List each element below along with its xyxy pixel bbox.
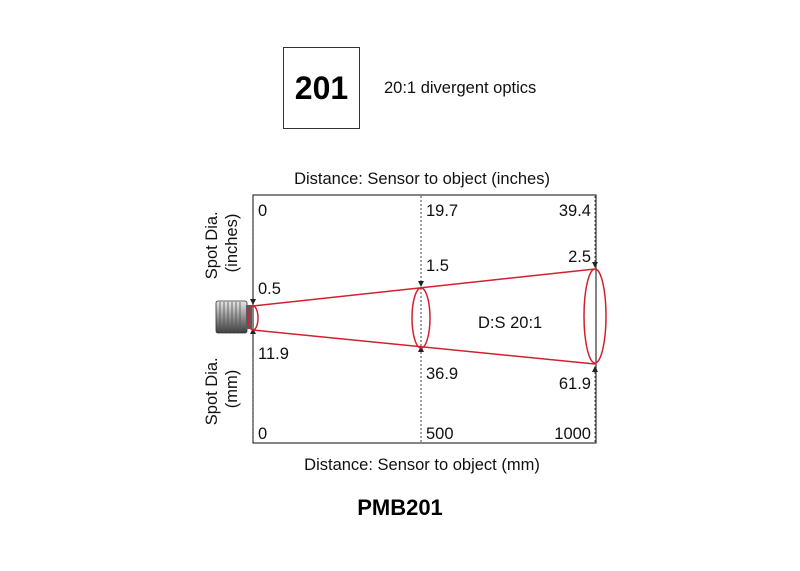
distance-mm-1: 500	[426, 425, 454, 443]
distance-inches-0: 0	[258, 202, 267, 220]
arrow-up-mid	[418, 346, 424, 352]
beam-spot-mid	[411, 287, 431, 349]
distance-mm-0: 0	[258, 425, 267, 443]
spot-dia-inches-line2: (inches)	[223, 214, 241, 273]
diagram-frame	[252, 194, 597, 444]
ratio-label: D:S 20:1	[478, 314, 542, 332]
beam-upper-edge	[252, 268, 596, 307]
distance-inches-2: 39.4	[559, 202, 591, 220]
distance-mm-2: 1000	[554, 425, 591, 443]
distance-inches-1: 19.7	[426, 202, 458, 220]
arrow-down-0	[250, 299, 256, 305]
spot-mm-0: 11.9	[258, 345, 289, 363]
arrow-down-end	[592, 262, 598, 268]
arrow-up-0	[250, 328, 256, 334]
beam-spot-start	[247, 305, 259, 331]
bottom-axis-label: Distance: Sensor to object (mm)	[304, 456, 540, 474]
spot-inches-1: 1.5	[426, 257, 449, 275]
spot-dia-mm-label: Spot Dia. (mm)	[203, 353, 241, 425]
optics-code: 201	[294, 69, 349, 106]
optics-code-box: 201	[283, 47, 360, 129]
model-name: PMB201	[357, 495, 443, 520]
arrow-up-end	[592, 366, 598, 372]
top-axis-label: Distance: Sensor to object (inches)	[294, 170, 550, 188]
spot-inches-2: 2.5	[568, 248, 591, 266]
spot-dia-inches-label: Spot Dia. (inches)	[203, 207, 241, 279]
spot-inches-0: 0.5	[258, 280, 281, 298]
arrow-down-mid	[418, 281, 424, 287]
spot-dia-mm-line1: Spot Dia.	[203, 357, 221, 425]
beam-spot-end	[583, 268, 607, 364]
optics-description: 20:1 divergent optics	[384, 79, 537, 97]
spot-mm-1: 36.9	[426, 365, 458, 383]
spot-mm-2: 61.9	[559, 375, 591, 393]
sensor-icon	[215, 300, 252, 334]
spot-dia-mm-line2: (mm)	[223, 370, 241, 408]
spot-dia-inches-line1: Spot Dia.	[203, 211, 221, 279]
